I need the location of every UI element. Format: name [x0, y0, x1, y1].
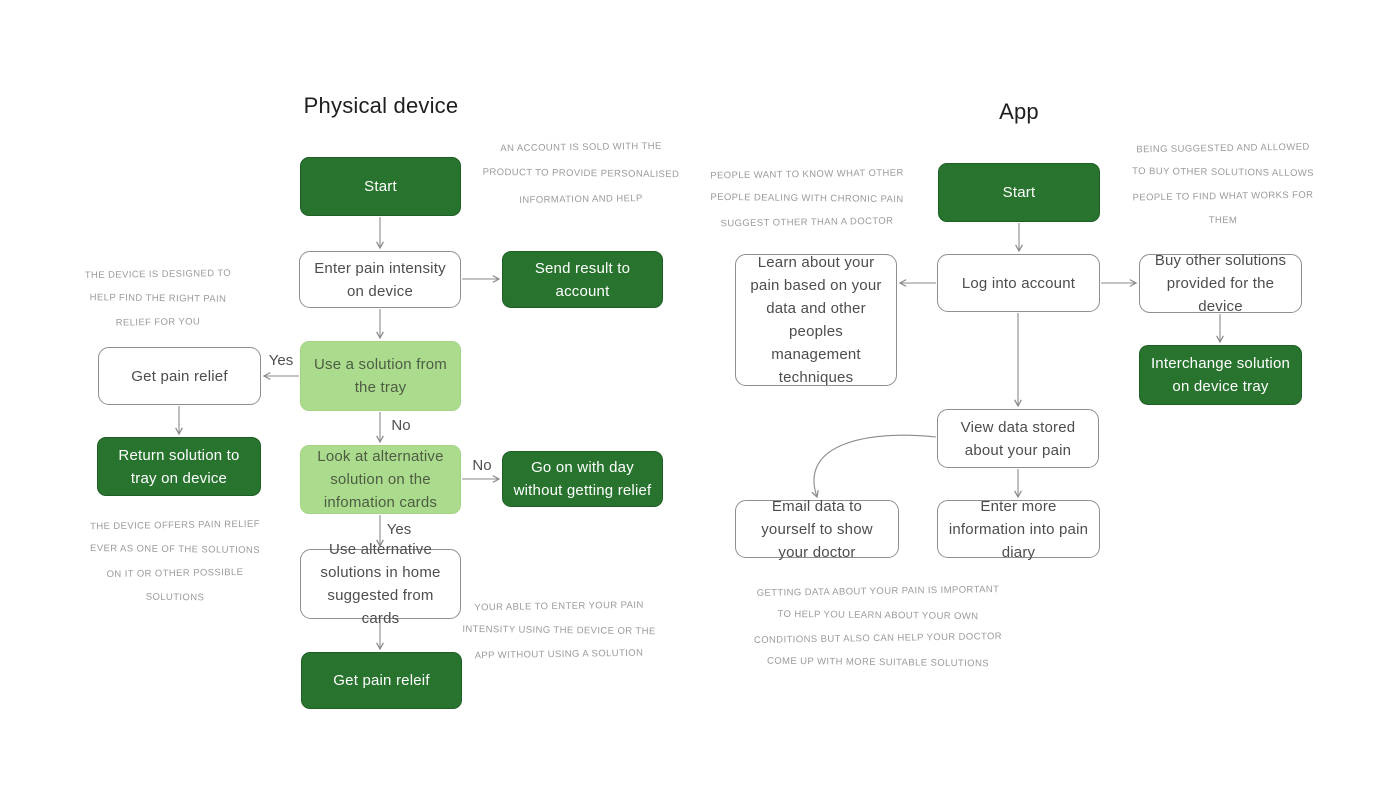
annotation-line: SUGGEST OTHER THAN A DOCTOR [720, 215, 894, 230]
annotation-line: THEM [1208, 214, 1238, 227]
annotation-line: YOUR ABLE TO ENTER YOUR PAIN [474, 599, 644, 614]
annotation-line: TO BUY OTHER SOLUTIONS ALLOWS [1132, 165, 1314, 180]
app-title: App [999, 99, 1039, 124]
annotation-device-designed: THE DEVICE IS DESIGNED TO HELP FIND THE … [84, 263, 232, 335]
annotation-line: HELP FIND THE RIGHT PAIN [89, 292, 227, 305]
annotation-account-sold: AN ACCOUNT IS SOLD WITH THE PRODUCT TO P… [483, 135, 680, 213]
annotation-line: SOLUTIONS [145, 591, 205, 604]
edge-label-yes-cards: Yes [386, 521, 412, 538]
annotation-device-offers: THE DEVICE OFFERS PAIN RELIEF EVER AS ON… [90, 514, 260, 610]
node-app-start: Start [938, 163, 1100, 222]
annotation-line: PRODUCT TO PROVIDE PERSONALISED [482, 166, 680, 181]
node-view-data-stored: View data stored about your pain [937, 409, 1099, 468]
annotation-line: THE DEVICE IS DESIGNED TO [84, 267, 232, 282]
annotation-line: BEING SUGGESTED AND ALLOWED [1136, 141, 1310, 156]
annotation-line: CONDITIONS BUT ALSO CAN HELP YOUR DOCTOR [753, 631, 1003, 646]
annotation-enter-intensity: YOUR ABLE TO ENTER YOUR PAIN INTENSITY U… [462, 595, 655, 667]
node-enter-pain-intensity: Enter pain intensity on device [299, 251, 461, 308]
node-go-on-with-day: Go on with day without getting relief [502, 451, 663, 507]
node-look-alternative-solution: Look at alternative solution on the info… [300, 445, 461, 514]
node-return-solution-to-tray: Return solution to tray on device [97, 437, 261, 496]
node-interchange-solution: Interchange solution on device tray [1139, 345, 1302, 405]
annotation-being-suggested: BEING SUGGESTED AND ALLOWED TO BUY OTHER… [1132, 137, 1314, 233]
annotation-line: ON IT OR OTHER POSSIBLE [106, 566, 244, 581]
annotation-getting-data: GETTING DATA ABOUT YOUR PAIN IS IMPORTAN… [754, 580, 1002, 674]
node-log-into-account: Log into account [937, 254, 1100, 312]
annotation-line: INTENSITY USING THE DEVICE OR THE [462, 623, 656, 638]
annotation-people-want: PEOPLE WANT TO KNOW WHAT OTHER PEOPLE DE… [710, 163, 904, 235]
annotation-line: AN ACCOUNT IS SOLD WITH THE [500, 140, 662, 155]
node-get-pain-releif: Get pain releif [301, 652, 462, 709]
annotation-line: THE DEVICE OFFERS PAIN RELIEF [90, 518, 260, 533]
annotation-line: RELIEF FOR YOU [115, 316, 201, 329]
node-email-data-to-yourself: Email data to yourself to show your doct… [735, 498, 899, 561]
annotation-line: COME UP WITH MORE SUITABLE SOLUTIONS [766, 655, 990, 669]
edge-label-yes-tray: Yes [268, 352, 294, 369]
node-get-pain-relief: Get pain relief [98, 347, 261, 405]
annotation-line: EVER AS ONE OF THE SOLUTIONS [89, 542, 261, 557]
node-enter-more-information: Enter more information into pain diary [937, 498, 1100, 561]
annotation-line: GETTING DATA ABOUT YOUR PAIN IS IMPORTAN… [756, 584, 1000, 599]
annotation-line: PEOPLE DEALING WITH CHRONIC PAIN [710, 191, 904, 206]
node-use-alternative-solutions: Use alternative solutions in home sugges… [300, 541, 461, 627]
node-physical-start: Start [300, 157, 461, 216]
annotation-line: INFORMATION AND HELP [519, 193, 643, 206]
edge-label-no-cards: No [472, 457, 492, 474]
physical-device-title: Physical device [303, 93, 459, 118]
annotation-line: APP WITHOUT USING A SOLUTION [474, 647, 644, 662]
node-learn-about-your-pain: Learn about your pain based on your data… [735, 254, 897, 386]
edge-label-no-tray: No [391, 417, 411, 434]
annotation-line: PEOPLE TO FIND WHAT WORKS FOR [1132, 189, 1314, 204]
annotation-line: PEOPLE WANT TO KNOW WHAT OTHER [710, 167, 904, 182]
node-use-solution-from-tray: Use a solution from the tray [300, 341, 461, 411]
edge-view-data-to-email-data [811, 434, 937, 499]
node-buy-other-solutions: Buy other solutions provided for the dev… [1139, 252, 1302, 315]
node-send-result-to-account: Send result to account [502, 251, 663, 308]
annotation-line: TO HELP YOU LEARN ABOUT YOUR OWN [777, 608, 979, 622]
